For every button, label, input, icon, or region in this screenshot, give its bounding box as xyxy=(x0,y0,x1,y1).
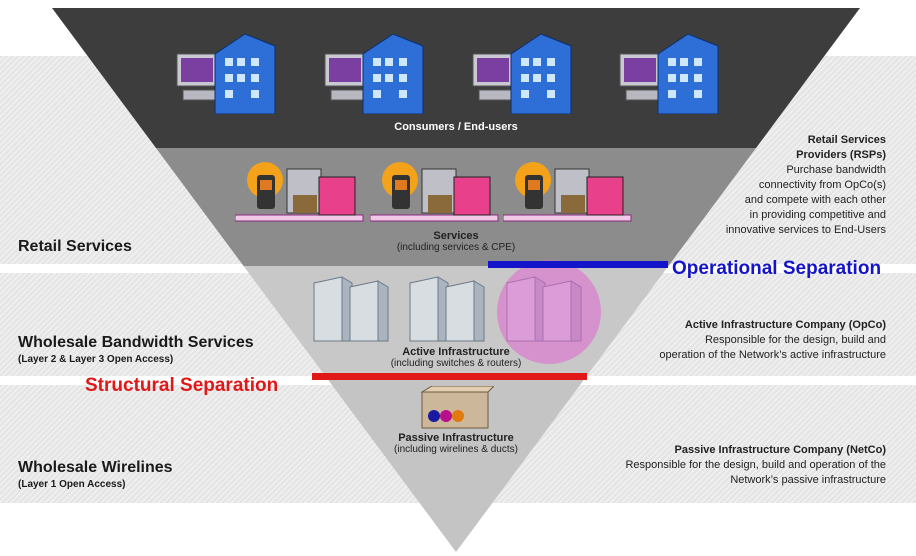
netco-description: Passive Infrastructure Company (NetCo) R… xyxy=(566,443,886,488)
structural-separation-label: Structural Separation xyxy=(85,375,279,396)
opco-title: Active Infrastructure Company (OpCo) xyxy=(684,319,886,331)
services-title: Services xyxy=(433,230,479,242)
services-layer-label: Services (including services & CPE) xyxy=(336,230,576,254)
passive-subtitle: (including wirelines & ducts) xyxy=(394,444,518,455)
services-cpe-icon-3 xyxy=(502,155,633,230)
server-rack-icon-2 xyxy=(408,275,488,348)
rsp-line-5: innovative services to End-Users xyxy=(725,224,886,236)
retail-services-label: Retail Services xyxy=(18,238,132,255)
rsp-title-1: Retail Services xyxy=(807,134,886,146)
netco-title: Passive Infrastructure Company (NetCo) xyxy=(674,444,887,456)
services-subtitle: (including services & CPE) xyxy=(396,242,516,253)
server-rack-icon-1 xyxy=(312,275,392,348)
consumer-building-computer-icon-2 xyxy=(323,24,433,119)
consumer-building-computer-icon-4 xyxy=(618,24,728,119)
rsp-line-3: and compete with each other xyxy=(744,194,886,206)
operational-separation-label: Operational Separation xyxy=(672,258,882,279)
netco-line-2: Network’s passive infrastructure xyxy=(730,474,886,486)
active-layer-label: Active Infrastructure (including switche… xyxy=(336,346,576,370)
wholesale-wirelines-label: Wholesale Wirelines xyxy=(18,459,173,476)
opco-description: Active Infrastructure Company (OpCo) Res… xyxy=(586,318,886,363)
passive-title: Passive Infrastructure xyxy=(398,432,514,444)
passive-layer-label: Passive Infrastructure (including wireli… xyxy=(336,432,576,456)
consumer-building-computer-icon-1 xyxy=(175,24,285,119)
active-subtitle: (including switches & routers) xyxy=(390,358,522,369)
consumers-layer-title: Consumers / End-users xyxy=(356,122,556,133)
opco-line-2: operation of the Network’s active infras… xyxy=(659,349,886,361)
services-cpe-icon-2 xyxy=(369,155,500,230)
rsp-line-1: Purchase bandwidth xyxy=(786,164,886,176)
wholesale-bandwidth-sublabel: (Layer 2 & Layer 3 Open Access) xyxy=(18,354,174,365)
rsp-description: Retail Services Providers (RSPs) Purchas… xyxy=(626,133,886,238)
rsp-line-2: connectivity from OpCo(s) xyxy=(758,179,886,191)
duct-wireline-icon xyxy=(418,385,496,435)
rsp-line-4: in providing competitive and xyxy=(749,209,886,221)
operational-separation-line xyxy=(488,261,668,268)
consumers-title: Consumers / End-users xyxy=(394,121,518,133)
rsp-title-2: Providers (RSPs) xyxy=(796,149,886,161)
structural-separation-line xyxy=(312,373,587,380)
wholesale-bandwidth-label: Wholesale Bandwidth Services xyxy=(18,334,254,351)
consumer-building-computer-icon-3 xyxy=(471,24,581,119)
services-cpe-icon-1 xyxy=(234,155,365,230)
active-title: Active Infrastructure xyxy=(402,346,510,358)
opco-highlight-circle xyxy=(497,260,601,364)
opco-line-1: Responsible for the design, build and xyxy=(704,334,886,346)
netco-line-1: Responsible for the design, build and op… xyxy=(625,459,886,471)
wholesale-wirelines-sublabel: (Layer 1 Open Access) xyxy=(18,479,126,490)
